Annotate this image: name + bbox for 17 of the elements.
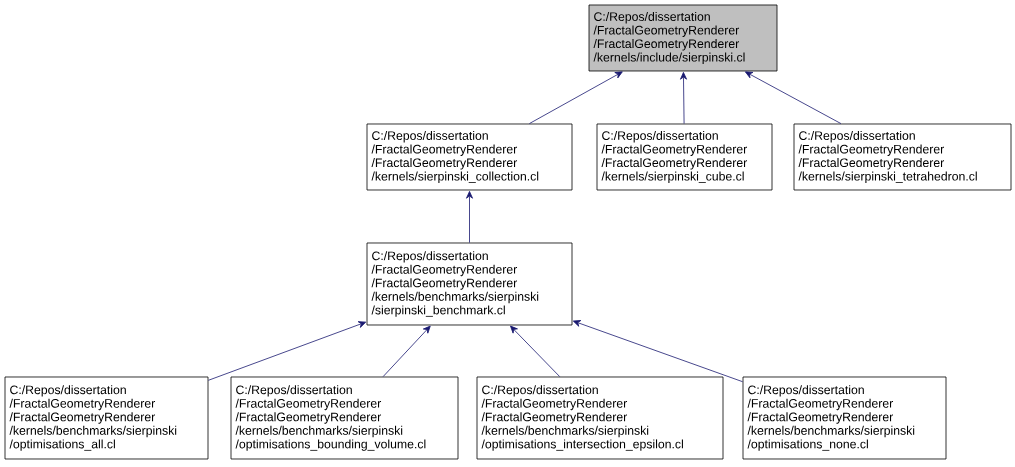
arrow (745, 71, 842, 124)
arrow (208, 321, 367, 381)
arrow (529, 71, 623, 124)
arrow (466, 191, 473, 243)
file-box: C:/Repos/dissertation /FractalGeometryRenderer /FractalGeometryRenderer /kernels/benchmarks/sierpinski /optimisations_none.cl (742, 376, 947, 460)
file-box: C:/Repos/dissertation /FractalGeometryRenderer /FractalGeometryRenderer /kernels/sierpinski_collection.cl (366, 123, 573, 191)
file-box: C:/Repos/dissertation /FractalGeometryRenderer /FractalGeometryRenderer /kernels/benchmarks/sierpinski /sierpinski_benchmark.cl (366, 242, 573, 326)
file-box: C:/Repos/dissertation /FractalGeometryRenderer /FractalGeometryRenderer /kernels/benchmarks/sierpinski /optimisations_bounding_volume.cl (230, 376, 459, 460)
file-box: C:/Repos/dissertation /FractalGeometryRenderer /FractalGeometryRenderer /kernels/benchmarks/sierpinski /optimisations_intersection_epsilon.cl (476, 376, 724, 460)
file-box: C:/Repos/dissertation /FractalGeometryRenderer /FractalGeometryRenderer /kernels/sierpinski_cube.cl (596, 123, 773, 191)
file-box: C:/Repos/dissertation /FractalGeometryRenderer /FractalGeometryRenderer /kernels/sierpinski_tetrahedron.cl (793, 123, 1012, 191)
arrow (680, 71, 687, 124)
arrow (572, 320, 743, 383)
file-box: C:/Repos/dissertation /FractalGeometryRenderer /FractalGeometryRenderer /kernels/include/sierpinski.cl (588, 4, 778, 72)
arrow (382, 325, 431, 377)
file-box: C:/Repos/dissertation /FractalGeometryRenderer /FractalGeometryRenderer /kernels/benchmarks/sierpinski /optimisations_all.cl (4, 376, 209, 460)
arrow (510, 325, 561, 377)
